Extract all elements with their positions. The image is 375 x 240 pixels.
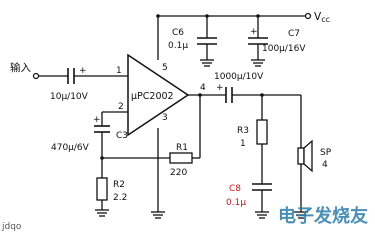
amplifier-schematic: μPC2002 1 2 3 4 5 Vcc C6 0.1μ + C7 100μ/…: [1, 11, 368, 232]
c7-value: 100μ/16V: [262, 44, 306, 54]
junction-vcc: [156, 14, 160, 18]
r1-body: [169, 152, 193, 164]
watermark-left: jdqo: [1, 222, 22, 232]
pin4-label: 4: [200, 83, 206, 93]
c6-value: 0.1μ: [168, 41, 188, 51]
pin2-label: 2: [118, 102, 124, 112]
r1-value: 220: [170, 168, 187, 178]
r2-value: 2.2: [113, 193, 127, 203]
speaker-body: [297, 147, 305, 165]
speaker-cone: [303, 139, 313, 173]
r3-name: R3: [237, 126, 249, 136]
c7-name: C7: [288, 29, 300, 39]
c8-name: C8: [229, 184, 241, 194]
sp-value: 4: [322, 160, 328, 170]
input-label: 输入: [10, 61, 31, 74]
junction-out: [198, 93, 202, 97]
c1-plus: +: [79, 66, 87, 76]
c1-value: 10μ/10V: [50, 92, 89, 102]
r2-body: [96, 177, 108, 201]
ic-triangle: [127, 53, 190, 137]
junction-c6: [205, 14, 209, 18]
c3-plus: +: [93, 115, 101, 125]
junction-c7: [256, 14, 260, 18]
sp-name: SP: [320, 148, 332, 158]
cout-value: 1000μ/10V: [214, 72, 264, 82]
c6-name: C6: [172, 28, 184, 38]
input-terminal: [32, 72, 40, 80]
pin3-label: 3: [162, 113, 168, 123]
vcc-label: Vcc: [314, 11, 330, 24]
c7-plus: +: [250, 27, 258, 37]
cout-plus: +: [216, 83, 224, 93]
pin1-label: 1: [116, 66, 122, 76]
junction-r3: [260, 93, 264, 97]
r3-body: [256, 119, 268, 145]
r2-name: R2: [113, 180, 125, 190]
r3-value: 1: [240, 139, 246, 149]
pin5-label: 5: [162, 63, 168, 73]
ic-label: μPC2002: [131, 91, 174, 102]
c8-value: 0.1μ: [226, 198, 246, 208]
c3-name: C3: [116, 131, 128, 141]
c3-value: 470μ/6V: [51, 143, 90, 153]
watermark-logo: 电子发烧友: [278, 205, 368, 227]
vcc-terminal: [304, 12, 312, 20]
r1-name: R1: [176, 143, 188, 153]
